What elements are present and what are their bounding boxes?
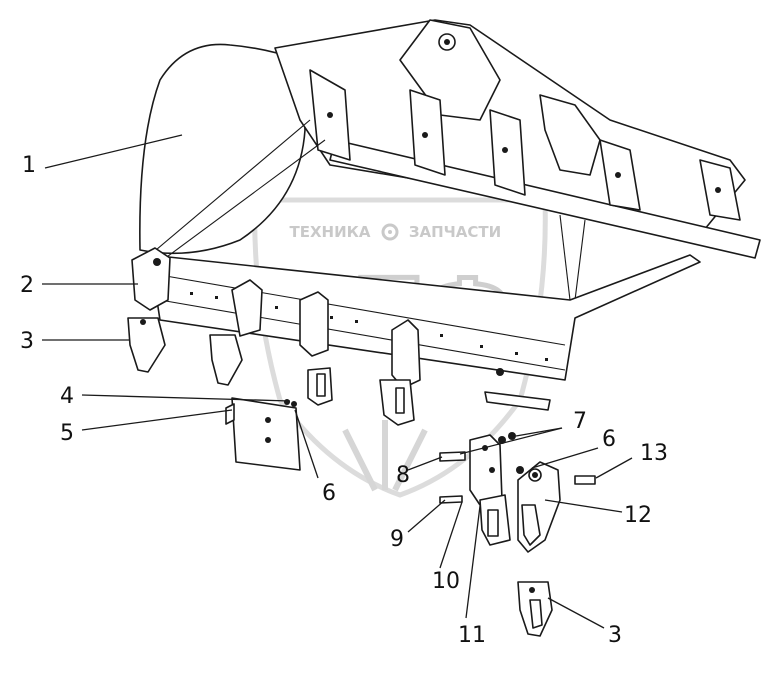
callout-2: 2	[20, 273, 34, 298]
cutting-edge	[149, 254, 701, 381]
callout-7: 7	[573, 409, 587, 434]
watermark-text-right: ЗАПЧАСТИ	[409, 223, 501, 241]
bolt-13	[574, 475, 596, 485]
mounting-lug-right	[539, 94, 601, 176]
bucket-side-plate	[139, 43, 306, 255]
callout-6-left: 6	[322, 481, 336, 506]
callout-12: 12	[624, 503, 652, 528]
tooth-adapter-assembly	[439, 432, 516, 546]
callout-1: 1	[22, 153, 36, 178]
callout-10: 10	[432, 569, 460, 594]
callout-3-top: 3	[20, 329, 34, 354]
callout-9: 9	[390, 527, 404, 552]
watermark-text-left: ТЕХНИКА	[289, 223, 370, 241]
callout-13: 13	[640, 441, 668, 466]
callout-labels: 1 2 3 4 5 6 7 8 6 13 12 9 10 11 3	[20, 153, 668, 648]
gear-icon	[381, 223, 399, 241]
nut-6-right	[516, 466, 524, 474]
callout-6-right: 6	[602, 427, 616, 452]
side-tooth-left	[127, 247, 171, 373]
callout-8: 8	[396, 463, 410, 488]
side-tooth-12	[516, 461, 596, 553]
callout-3-bottom: 3	[608, 623, 622, 648]
wheat-ears-icon	[342, 420, 428, 492]
leader-lines	[42, 134, 633, 629]
callout-5: 5	[60, 421, 74, 446]
loose-tooth-3	[517, 581, 553, 637]
callout-11: 11	[458, 623, 486, 648]
rib-2	[409, 89, 446, 176]
teeth-row	[209, 279, 551, 426]
nut-6-left	[291, 401, 297, 407]
bolt-4	[284, 399, 290, 405]
rib-3	[489, 109, 526, 196]
bucket-body	[139, 19, 761, 381]
callout-4: 4	[60, 384, 74, 409]
wear-plate	[225, 397, 301, 471]
